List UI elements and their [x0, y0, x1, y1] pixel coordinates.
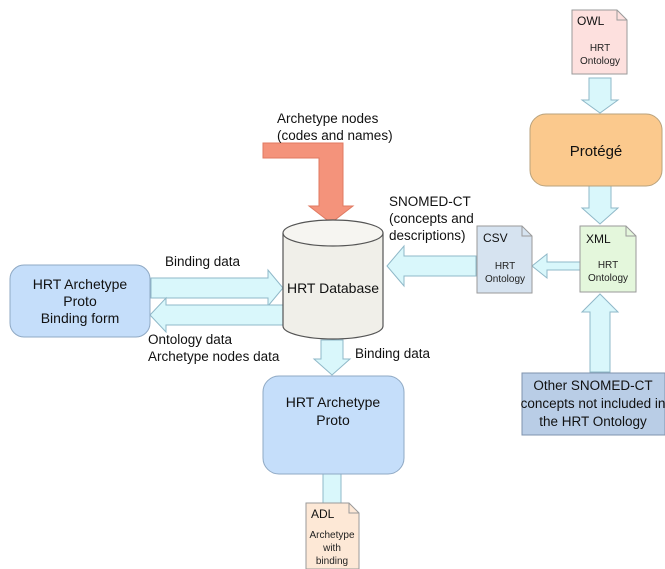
owl-doc-tag: OWL	[577, 14, 605, 28]
adl-doc-tag: ADL	[311, 507, 335, 521]
other-snomed-box: Other SNOMED-CT concepts not included in…	[521, 372, 665, 436]
adl-doc-line3: binding	[316, 556, 348, 567]
binding-form-line3: Binding form	[41, 310, 120, 326]
csv-doc-tag: CSV	[483, 231, 508, 245]
xml-doc-line1: HRT	[598, 260, 618, 271]
arrow-db-to-proto	[312, 339, 352, 376]
xml-doc-tag: XML	[586, 232, 611, 246]
adl-doc-line2: with	[322, 543, 341, 554]
protege-label: Protégé	[570, 143, 623, 160]
binding-form-box: HRT Archetype Proto Binding form	[9, 264, 151, 338]
binding-form-line1: HRT Archetype	[33, 276, 128, 292]
label-archetype-nodes-line2: (codes and names)	[277, 128, 393, 143]
xml-document: XML HRT Ontology	[579, 225, 637, 293]
owl-doc-line1: HRT	[590, 43, 610, 54]
label-snomed-line1: SNOMED-CT	[389, 194, 471, 209]
hrt-database: HRT Database	[282, 219, 384, 340]
binding-form-line2: Proto	[63, 293, 97, 309]
label-binding-data-top: Binding data	[165, 254, 241, 269]
arrow-db-to-form	[149, 296, 284, 334]
label-snomed-line3: descriptions)	[389, 228, 466, 243]
label-binding-data-bottom: Binding data	[355, 346, 431, 361]
protege-box: Protégé	[529, 113, 663, 187]
arrow-csv-to-db	[386, 244, 477, 288]
database-label: HRT Database	[287, 280, 379, 296]
other-snomed-line1: Other SNOMED-CT	[533, 378, 652, 393]
arrow-other-to-xml	[580, 293, 620, 373]
owl-document: OWL HRT Ontology	[571, 9, 628, 75]
csv-document: CSV HRT Ontology	[476, 225, 533, 294]
label-archetype-nodes-line1: Archetype nodes	[277, 111, 379, 126]
archetype-proto-box: HRT Archetype Proto	[262, 375, 405, 475]
label-snomed-line2: (concepts and	[389, 211, 474, 226]
xml-doc-line2: Ontology	[588, 273, 628, 284]
other-snomed-line3: the HRT Ontology	[539, 414, 647, 429]
arrow-protege-to-xml	[580, 185, 620, 225]
csv-doc-line1: HRT	[495, 261, 515, 272]
arrow-xml-to-csv	[531, 252, 581, 280]
owl-doc-line2: Ontology	[580, 56, 620, 67]
adl-doc-line1: Archetype	[309, 530, 354, 541]
label-ontology-data: Ontology data	[148, 332, 233, 347]
arrow-form-to-db	[150, 268, 284, 308]
adl-document: ADL Archetype with binding	[305, 502, 360, 569]
csv-doc-line2: Ontology	[485, 274, 525, 285]
other-snomed-line2: concepts not included in	[521, 396, 665, 411]
arrow-owl-to-protege	[580, 77, 620, 114]
archetype-proto-line1: HRT Archetype	[286, 394, 381, 410]
label-archetype-nodes-data: Archetype nodes data	[148, 349, 280, 364]
arrow-archetype-nodes-input	[262, 142, 355, 224]
archetype-proto-line2: Proto	[316, 412, 350, 428]
